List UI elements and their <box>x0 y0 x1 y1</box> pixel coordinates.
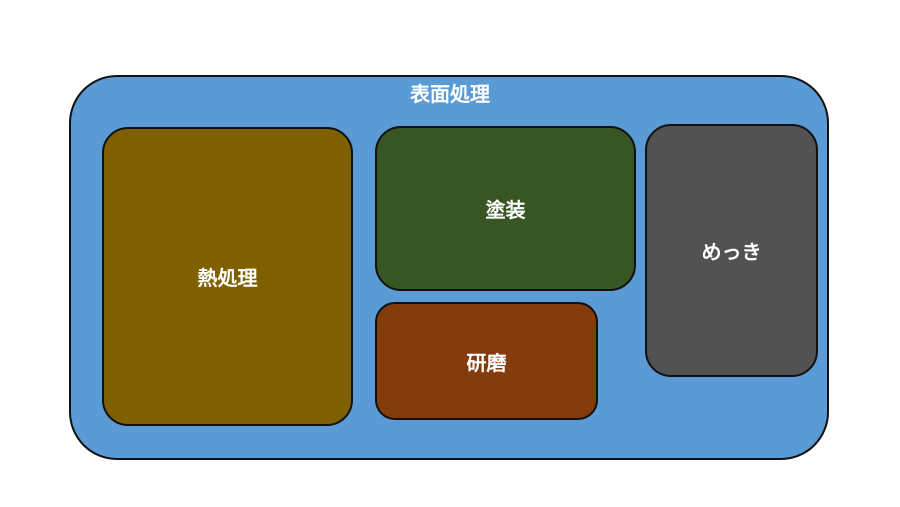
plating-box: めっき <box>645 124 818 377</box>
polishing-label: 研磨 <box>466 350 507 375</box>
heat-treatment-box: 熱処理 <box>102 127 353 426</box>
heat-treatment-label: 熱処理 <box>197 266 258 290</box>
plating-label: めっき <box>701 240 762 264</box>
polishing-box: 研磨 <box>375 302 598 420</box>
painting-label: 塗装 <box>485 198 526 222</box>
container-title: 表面処理 <box>410 82 490 106</box>
painting-box: 塗装 <box>375 126 636 291</box>
